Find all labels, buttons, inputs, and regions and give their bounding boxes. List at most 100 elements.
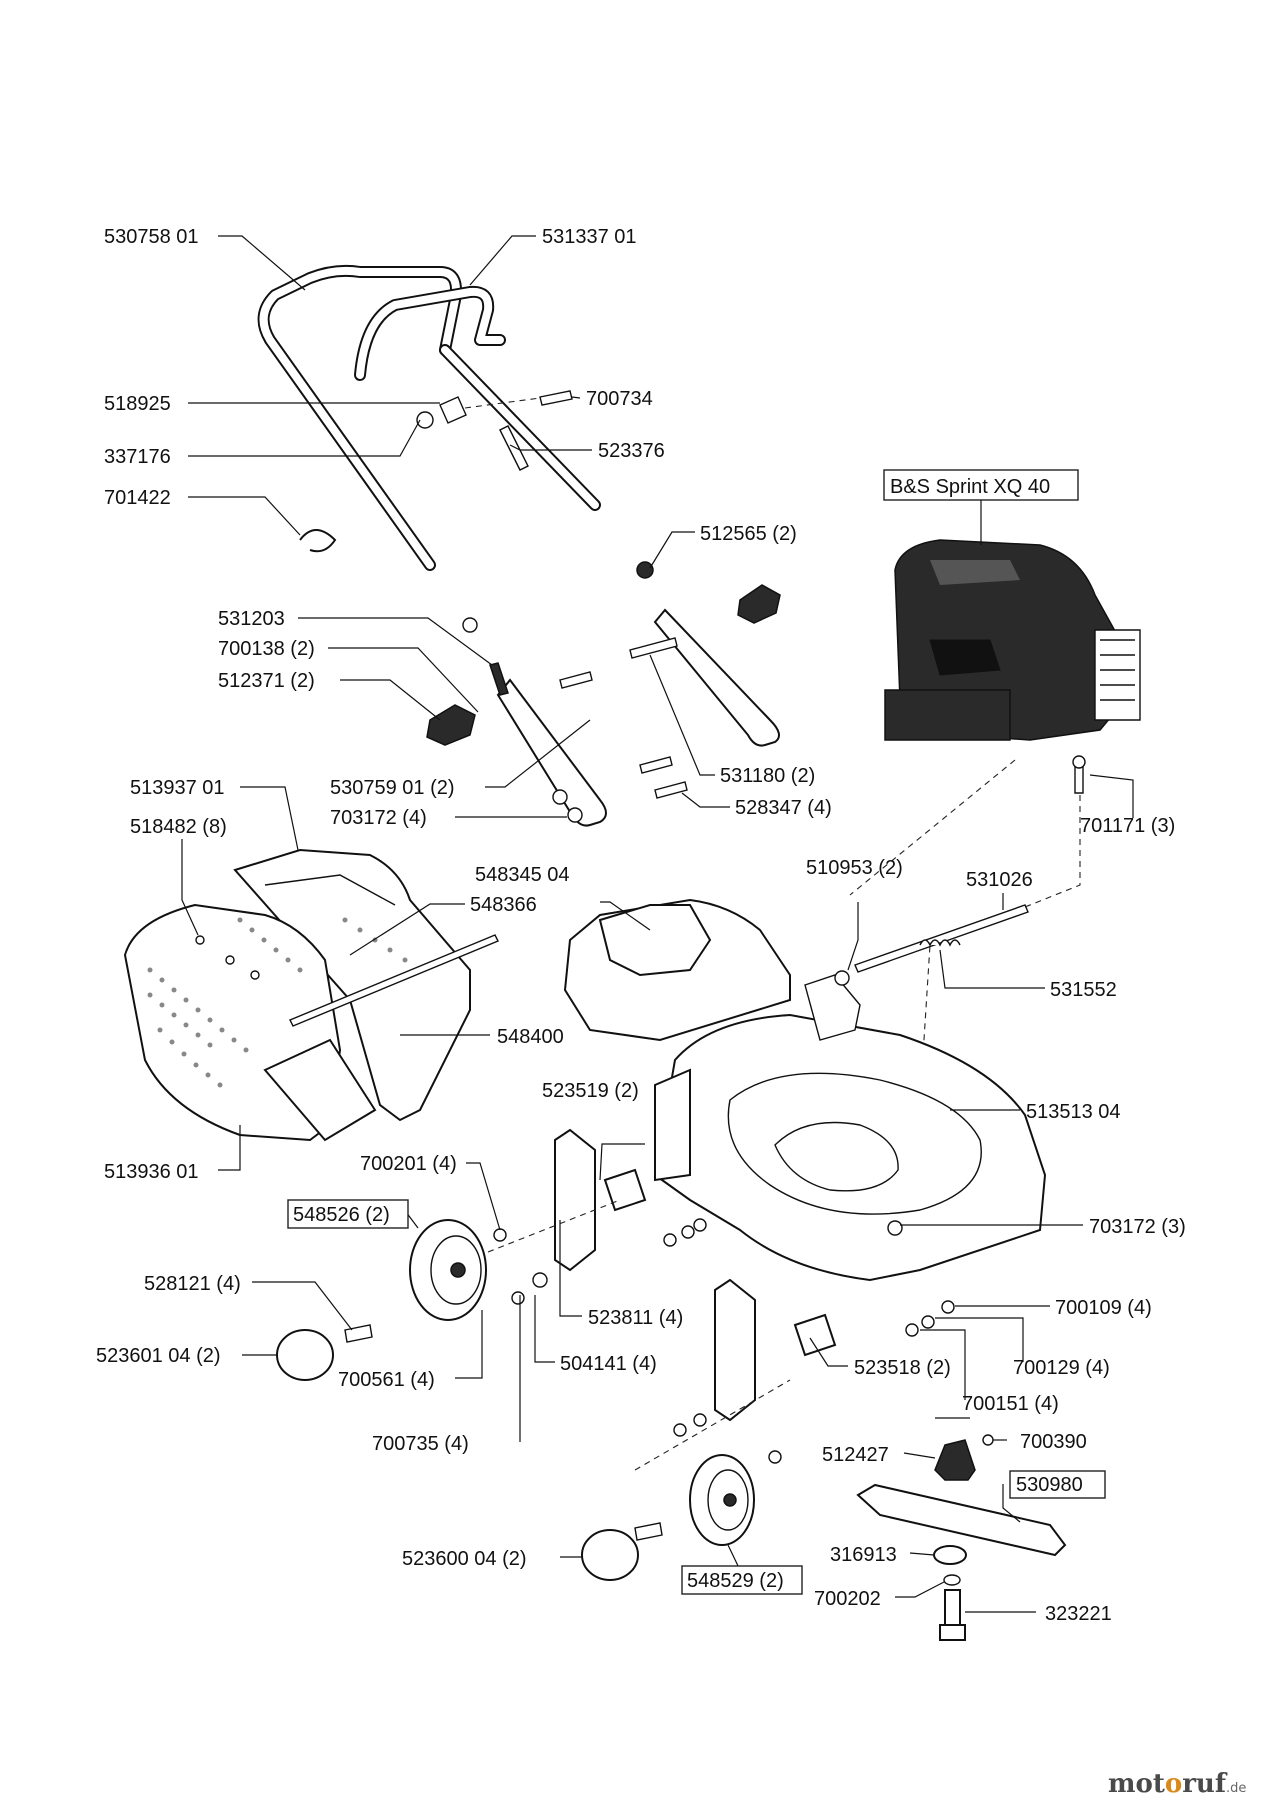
grass-bag-frame-513937 (233, 848, 471, 1122)
label-700129: 700129 (4) (1013, 1357, 1110, 1379)
label-510953: 510953 (2) (806, 857, 903, 879)
label-700561: 700561 (4) (338, 1369, 435, 1391)
label-531337: 531337 01 (542, 226, 637, 248)
nuts-703172 (552, 789, 583, 823)
label-316913: 316913 (830, 1544, 897, 1566)
watermark-part2: o (1165, 1769, 1182, 1799)
label-523601: 523601 04 (2) (96, 1345, 221, 1367)
bolt-531203 (462, 617, 509, 696)
label-548366: 548366 (470, 894, 537, 916)
label-504141: 504141 (4) (560, 1353, 657, 1375)
label-512371: 512371 (2) (218, 670, 315, 692)
handle-bracket-right (653, 608, 780, 747)
label-323221: 323221 (1045, 1603, 1112, 1625)
label-703172b: 703172 (3) (1089, 1216, 1186, 1238)
label-700735: 700735 (4) (372, 1433, 469, 1455)
label-337176: 337176 (104, 446, 171, 468)
rear-wheel-548526 (409, 1219, 487, 1321)
rear-flap-548345 (563, 898, 791, 1042)
deck-front-nuts (663, 1218, 707, 1247)
label-700202: 700202 (814, 1588, 881, 1610)
label-700151: 700151 (4) (962, 1393, 1059, 1415)
axle-rod-531026 (854, 904, 1029, 973)
cable-523376 (499, 425, 529, 471)
label-548526: 548526 (2) (293, 1204, 390, 1226)
label-523811: 523811 (4) (588, 1307, 683, 1329)
bag-screws-518482 (195, 935, 260, 980)
lock-washer-700202 (943, 1574, 961, 1586)
label-513937: 513937 01 (130, 777, 225, 799)
wheel-bolt-front (634, 1522, 663, 1541)
label-513513: 513513 04 (1026, 1101, 1121, 1123)
label-548529-box (681, 1565, 803, 1595)
label-700390: 700390 (1020, 1431, 1087, 1453)
label-700201: 700201 (4) (360, 1153, 457, 1175)
engine-bolt-701171 (1072, 755, 1086, 794)
knob-right (737, 584, 781, 624)
lower-handle-bar (354, 285, 506, 381)
label-530758: 530758 01 (104, 226, 199, 248)
label-531552: 531552 (1050, 979, 1117, 1001)
washer-316913 (933, 1545, 967, 1565)
label-701422: 701422 (104, 487, 171, 509)
label-530980: 530980 (1016, 1474, 1083, 1496)
engine-label: B&S Sprint XQ 40 (890, 476, 1050, 498)
label-518925: 518925 (104, 393, 171, 415)
knob-512371 (426, 704, 476, 746)
nuts-703172-deck (887, 1220, 903, 1236)
label-523376: 523376 (598, 440, 665, 462)
label-531180: 531180 (2) (720, 765, 815, 787)
label-531026: 531026 (966, 869, 1033, 891)
wheel-washers (493, 1228, 782, 1464)
wheel-bolt-528121 (344, 1324, 373, 1343)
label-523518: 523518 (2) (854, 1357, 951, 1379)
label-528347: 528347 (4) (735, 797, 832, 819)
blade-bolt-323221 (939, 1589, 966, 1641)
key-700390 (982, 1434, 994, 1446)
bag-rod-548400 (289, 934, 499, 1027)
blade-adapter-512427 (934, 1439, 976, 1481)
label-523519: 523519 (2) (542, 1080, 639, 1102)
label-518482: 518482 (8) (130, 816, 227, 838)
label-530759: 530759 01 (2) (330, 777, 455, 799)
screws-528347 (559, 671, 688, 799)
motoruf-watermark-logo: motoruf.de (1108, 1769, 1246, 1799)
height-adjuster-523518 (714, 1278, 837, 1422)
watermark-part1: mot (1108, 1769, 1165, 1799)
assembly-line (464, 397, 541, 409)
grass-bag-513936 (123, 903, 377, 1142)
washer-510953 (834, 970, 850, 986)
front-wheel-548529 (689, 1454, 755, 1546)
cable-clip-518925 (439, 396, 467, 424)
svg-text:motoruf.de: motoruf.de (1108, 1769, 1246, 1799)
screw-700734 (539, 390, 573, 406)
hub-cap-523601 (276, 1329, 334, 1381)
label-530980-box (1009, 1470, 1106, 1499)
blade-530980 (856, 1483, 1067, 1557)
label-548529: 548529 (2) (687, 1570, 784, 1592)
label-548526-box (287, 1199, 409, 1229)
label-531203: 531203 (218, 608, 285, 630)
label-700138: 700138 (2) (218, 638, 315, 660)
grass-bag-mesh (147, 917, 408, 1088)
wheel-dash-rear (487, 1199, 621, 1253)
label-528121: 528121 (4) (144, 1273, 241, 1295)
clip-701422 (299, 529, 337, 553)
label-548345: 548345 04 (475, 864, 570, 886)
label-701171: 701171 (3) (1080, 815, 1175, 837)
label-700734: 700734 (586, 388, 653, 410)
bolt-531180 (629, 637, 678, 659)
wheel-dash-front (634, 1379, 791, 1471)
hub-cap-523600 (581, 1529, 639, 1581)
label-700109: 700109 (4) (1055, 1297, 1152, 1319)
label-548400: 548400 (497, 1026, 564, 1048)
deck-513513 (653, 1013, 1047, 1282)
nut-337176 (416, 411, 434, 429)
handle-bracket-left (496, 678, 607, 827)
upper-handle (257, 264, 601, 571)
label-523600: 523600 04 (2) (402, 1548, 527, 1570)
bolt-512565 (636, 561, 654, 579)
washers-700109 (905, 1300, 955, 1337)
